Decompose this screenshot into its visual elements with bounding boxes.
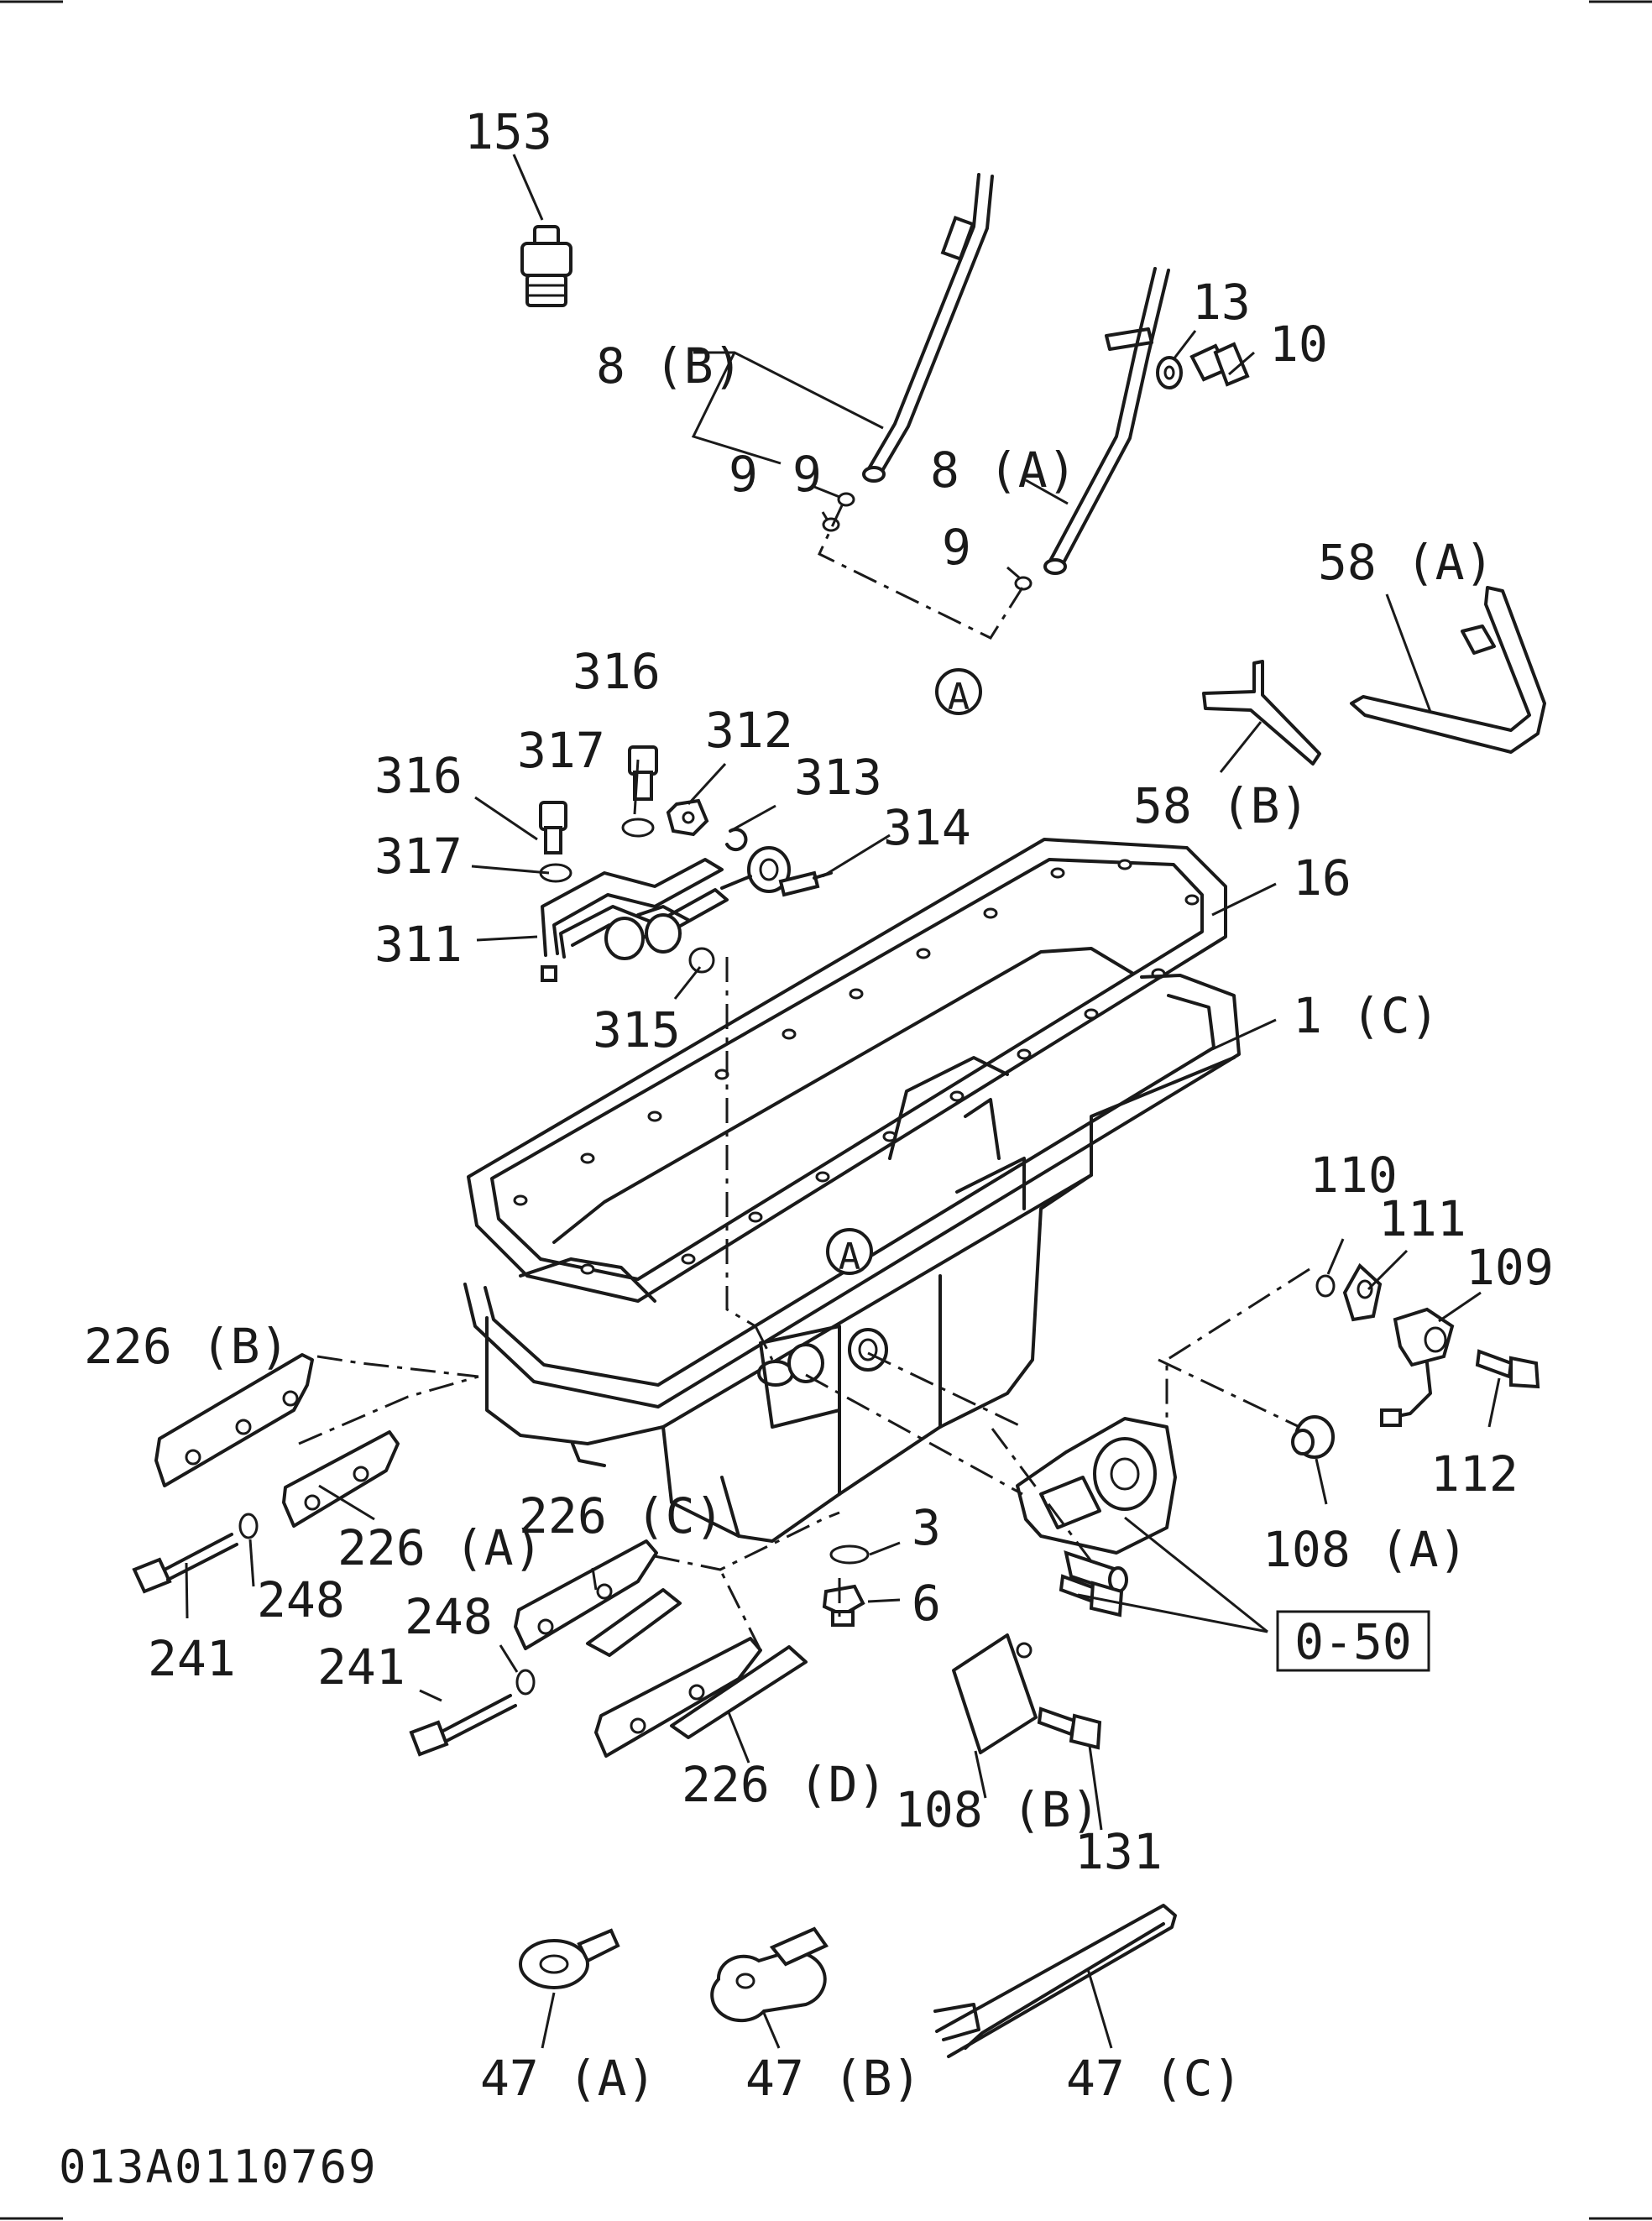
callout-226c: 226 (C) bbox=[519, 1487, 724, 1544]
phantom-lines bbox=[298, 503, 1310, 1651]
reference-box: 0-50 bbox=[1276, 1610, 1430, 1672]
oil-pan bbox=[463, 947, 1241, 1543]
callout-109: 109 bbox=[1466, 1239, 1554, 1296]
callout-226a: 226 (A) bbox=[337, 1519, 542, 1576]
callout-131: 131 bbox=[1074, 1823, 1163, 1880]
callout-241: 241 bbox=[148, 1630, 236, 1687]
callout-108a: 108 (A) bbox=[1263, 1521, 1467, 1578]
callout-248: 248 bbox=[405, 1588, 493, 1645]
callout-47a: 47 (A) bbox=[480, 2050, 656, 2107]
callout-58a: 58 (A) bbox=[1318, 534, 1494, 591]
callout-9: 9 bbox=[792, 446, 822, 503]
callout-16: 16 bbox=[1293, 849, 1351, 907]
gasket-bolt-holes bbox=[513, 859, 1200, 1275]
cable-tie bbox=[933, 1904, 1177, 2058]
callout-315: 315 bbox=[593, 1001, 681, 1058]
oil-pipe-assembly bbox=[541, 846, 791, 982]
cover bbox=[952, 1633, 1038, 1754]
marker-label: A bbox=[948, 676, 970, 719]
callout-316: 316 bbox=[374, 747, 463, 804]
stiffener-bar bbox=[154, 1353, 808, 1758]
callout-58b: 58 (B) bbox=[1133, 777, 1310, 834]
callout-110: 110 bbox=[1310, 1147, 1398, 1204]
callout-108b: 108 (B) bbox=[895, 1781, 1100, 1838]
bolt bbox=[1475, 1349, 1540, 1389]
washer bbox=[1156, 356, 1183, 389]
callouts: 153 8 (B) 9 9 8 (A) 9 13 10 58 (A) 58 (B… bbox=[84, 103, 1554, 2107]
o-ring bbox=[829, 1544, 870, 1565]
marker-label: A bbox=[839, 1236, 861, 1278]
nut bbox=[666, 798, 709, 837]
oil-pan-gasket bbox=[467, 838, 1227, 1303]
clip bbox=[725, 828, 748, 852]
callout-9: 9 bbox=[942, 519, 971, 576]
drain-plug bbox=[822, 1584, 865, 1627]
bolt bbox=[132, 1533, 517, 1757]
callout-316: 316 bbox=[572, 643, 661, 700]
bracket-a bbox=[1350, 586, 1546, 754]
dipstick-guide-tube-a bbox=[1043, 267, 1170, 575]
callout-10: 10 bbox=[1269, 316, 1328, 373]
callout-6: 6 bbox=[912, 1575, 941, 1632]
drawing-code: 013A0110769 bbox=[59, 2140, 378, 2193]
washer bbox=[238, 1513, 536, 1696]
oil-level-sensor bbox=[1380, 1307, 1455, 1427]
o-ring bbox=[1315, 1274, 1336, 1298]
callout-311: 311 bbox=[374, 916, 463, 973]
callout-47b: 47 (B) bbox=[745, 2050, 922, 2107]
dipstick-b bbox=[862, 173, 994, 483]
callout-1c: 1 (C) bbox=[1293, 987, 1440, 1044]
callout-111: 111 bbox=[1378, 1190, 1466, 1247]
callout-8a: 8 (A) bbox=[930, 442, 1077, 499]
leader-lines bbox=[185, 154, 1501, 2049]
callout-47c: 47 (C) bbox=[1066, 2050, 1242, 2107]
drain-plug bbox=[1291, 1415, 1335, 1459]
callout-317: 317 bbox=[374, 828, 463, 885]
o-ring bbox=[822, 492, 1032, 591]
clamp-b bbox=[710, 1926, 829, 2023]
oil-level-sensor bbox=[1016, 1417, 1177, 1594]
callout-3: 3 bbox=[912, 1499, 941, 1556]
clip bbox=[1342, 1262, 1383, 1322]
callout-153: 153 bbox=[464, 103, 552, 160]
callout-8b: 8 (B) bbox=[596, 337, 743, 395]
callout-13: 13 bbox=[1192, 274, 1251, 331]
callout-313: 313 bbox=[794, 749, 882, 806]
reference-label: 0-50 bbox=[1294, 1613, 1412, 1670]
bolt bbox=[1189, 342, 1250, 387]
callout-226b: 226 (B) bbox=[84, 1318, 289, 1375]
callout-312: 312 bbox=[705, 702, 793, 759]
eye-bolt bbox=[539, 745, 658, 854]
reference-marker-a: A bbox=[935, 668, 982, 719]
callout-112: 112 bbox=[1430, 1445, 1519, 1502]
callout-248: 248 bbox=[257, 1571, 345, 1628]
callout-241: 241 bbox=[317, 1638, 405, 1696]
bracket-b bbox=[1202, 660, 1321, 766]
reference-marker-a: A bbox=[826, 1228, 873, 1278]
callout-9: 9 bbox=[729, 446, 758, 503]
clamp-a bbox=[519, 1928, 620, 1989]
callout-317: 317 bbox=[517, 722, 605, 779]
temperature-sensor bbox=[520, 225, 572, 307]
callout-226d: 226 (D) bbox=[682, 1756, 886, 1813]
callout-314: 314 bbox=[883, 799, 971, 856]
